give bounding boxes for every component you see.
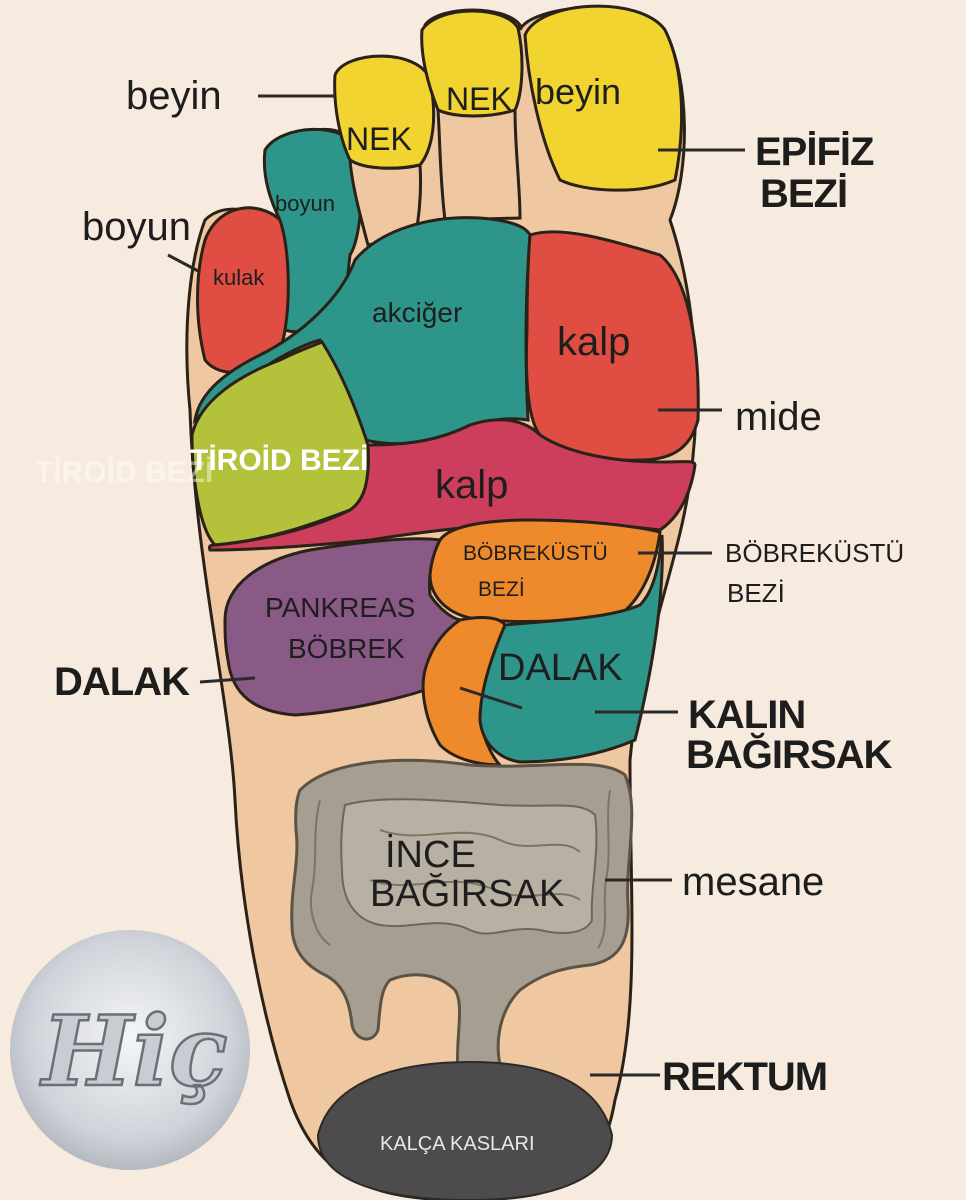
toe-third-base <box>348 157 423 247</box>
zone-label-pankreas-line1: PANKREAS <box>265 592 415 623</box>
toe-big-yellow <box>523 4 684 192</box>
label-tiroid-ghost: TİROİD BEZİ <box>35 456 213 489</box>
label-kalin-line2: BAĞIRSAK <box>686 731 892 777</box>
zone-label-ince-line2: BAĞIRSAK <box>370 871 564 915</box>
zone-label-nek-mid: NEK <box>446 81 512 117</box>
zone-orange-adrenal <box>428 518 662 623</box>
zone-dark-heel <box>316 1060 614 1200</box>
zone-label-kalp-lower: kalp <box>435 463 508 507</box>
brand-logo: Hiç <box>10 930 250 1170</box>
toe-second-yellow <box>420 9 524 118</box>
zone-label-kalca: KALÇA KASLARI <box>380 1133 535 1155</box>
label-rektum-outer: REKTUM <box>662 1055 827 1099</box>
zone-label-bobrekustu-line1: BÖBREKÜSTÜ <box>463 542 608 565</box>
zone-label-akciger: akciğer <box>372 297 462 328</box>
zone-label-bobrekustu-line2: BEZİ <box>478 578 525 601</box>
zone-label-ince-line1: İNCE <box>385 833 476 876</box>
label-dalak-outer: DALAK <box>54 660 190 704</box>
zone-label-tiroid: TİROİD BEZİ <box>190 444 368 477</box>
zone-label-kulak: kulak <box>213 265 265 290</box>
label-boyun-outer: boyun <box>82 205 191 249</box>
label-kalin-line1: KALIN <box>688 693 805 737</box>
zone-label-pankreas-line2: BÖBREK <box>288 633 405 664</box>
zone-label-beyin-big: beyin <box>535 71 621 112</box>
label-epifiz-line2: BEZİ <box>760 172 847 216</box>
intestine-inner <box>340 798 598 935</box>
label-mide-outer: mide <box>735 395 822 439</box>
logo-text: Hiç <box>39 995 228 1108</box>
leader-lines <box>167 94 745 1077</box>
logo-circle <box>10 930 250 1170</box>
zone-label-nek-small: NEK <box>346 121 412 157</box>
zone-label-dalak: DALAK <box>498 647 623 689</box>
zone-teal-spleen <box>478 534 664 764</box>
zone-label-kalp-upper: kalp <box>557 320 630 364</box>
label-epifiz-line1: EPİFİZ <box>755 130 874 174</box>
label-mesane-outer: mesane <box>682 860 824 904</box>
label-bobrekustu-outer-line2: BEZİ <box>727 578 785 608</box>
label-beyin-outer: beyin <box>126 74 222 118</box>
zone-label-boyun-toe: boyun <box>275 191 335 216</box>
label-bobrekustu-outer-line1: BÖBREKÜSTÜ <box>725 538 904 568</box>
toe-second-base <box>436 107 522 222</box>
toe-third-yellow <box>333 54 436 170</box>
zone-red-heart-upper <box>524 230 700 462</box>
